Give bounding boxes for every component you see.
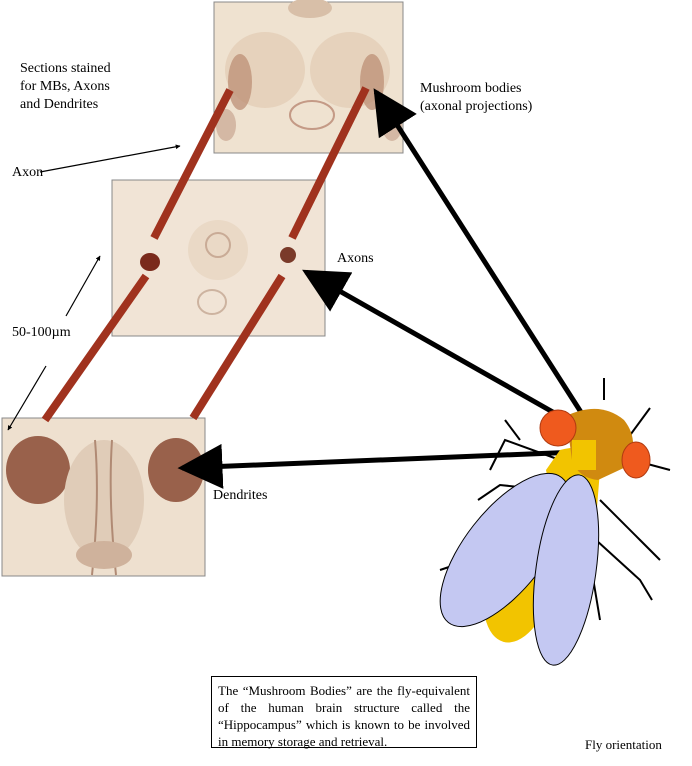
section-middle-axons (111, 179, 326, 337)
section-bottom-dendrites (1, 417, 206, 577)
arrow-to-mushroom-bodies (373, 88, 589, 422)
mushroom-body-projection-right (189, 86, 370, 421)
mushroom-body-projection-left (41, 88, 234, 423)
arrow-to-dendrites (177, 443, 579, 489)
distance-arrow-lower (7, 365, 47, 431)
axons-label: Axons (337, 251, 374, 266)
dendrites-label: Dendrites (213, 488, 268, 503)
caption-text: The “Mushroom Bodies” are the fly-equiva… (218, 683, 470, 749)
axon-pointer-arrow (39, 144, 181, 173)
fruit-fly-icon (439, 378, 671, 666)
distance-label: 50-100µm (12, 325, 71, 340)
distance-arrow-upper (65, 255, 101, 317)
fly-orientation-label: Fly orientation (585, 737, 662, 752)
axon-label: Axon (12, 165, 44, 180)
section-top-mushroom-bodies (213, 0, 404, 154)
caption-box: The “Mushroom Bodies” are the fly-equiva… (211, 676, 477, 749)
sections-stained-label: Sections stained for MBs, Axons and Dend… (20, 61, 111, 112)
mushroom-bodies-label: Mushroom bodies (axonal projections) (420, 81, 533, 114)
arrow-to-axons (302, 269, 590, 435)
